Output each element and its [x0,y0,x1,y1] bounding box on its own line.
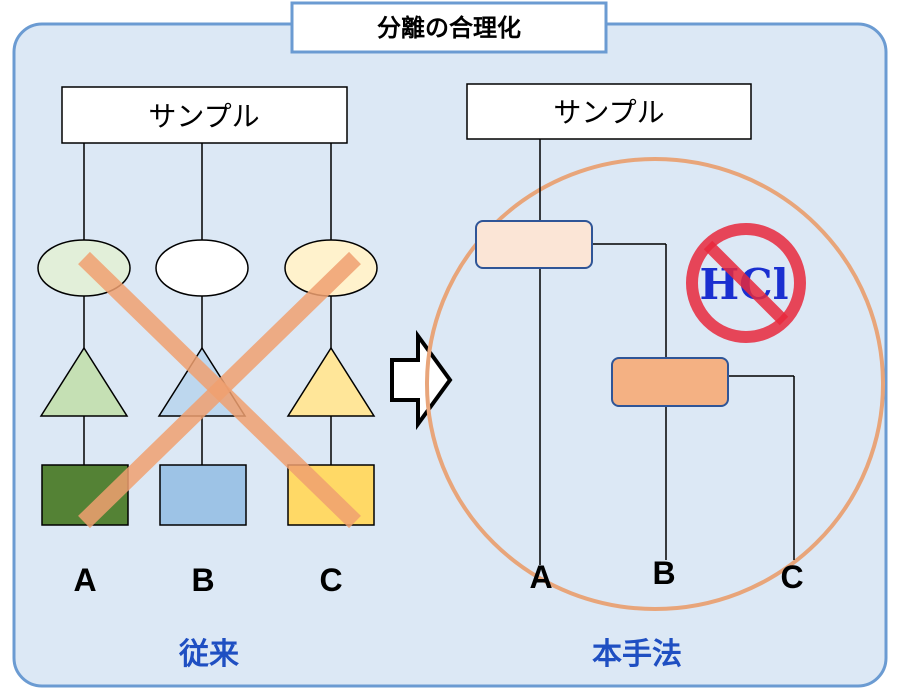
right-caption: 本手法 [592,638,682,671]
no-hcl-icon: HCl [686,223,806,343]
left-lane-label-c: C [319,562,342,598]
right-sample-box [466,83,752,140]
cross-out-line-2 [78,251,361,529]
right-sample-label: サンプル [553,96,664,129]
left-sample-label: サンプル [148,100,259,133]
right-lane-label-c: C [780,559,803,595]
separation-step-1 [475,220,593,269]
prohibition-circle [686,223,806,343]
left-sample-box [61,86,348,144]
square-b [159,464,247,526]
ellipse-b [155,239,249,297]
title-box [290,1,608,54]
left-lane-label-a: A [73,562,96,598]
prohibition-slash [703,240,789,326]
right-arrow-icon [390,329,453,431]
left-lane-label-b: B [191,562,214,598]
right-lane-label-a: A [529,559,552,595]
separation-step-2 [611,357,729,407]
right-lane-label-b: B [652,555,675,591]
triangle-c [286,346,376,417]
diagram-title: 分離の合理化 [377,14,521,42]
conventional-method: サンプル A B C 従来 [37,86,378,671]
highlight-circle [425,157,885,611]
ellipse-c [284,239,378,297]
left-caption: 従来 [178,638,239,671]
triangle-a [39,346,129,417]
proposed-method: サンプル HCl A B C 本手法 [425,83,885,671]
